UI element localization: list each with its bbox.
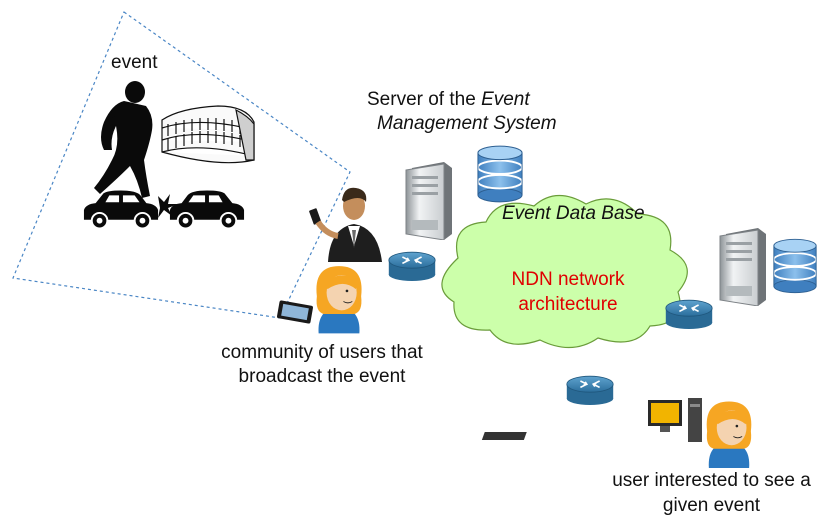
user-label-line2: given event xyxy=(662,495,761,516)
server-label-italic: Event xyxy=(481,89,530,110)
server-label-line1: Server of the Event xyxy=(367,88,530,112)
car-icon xyxy=(168,190,246,230)
ndn-label-line2: architecture xyxy=(518,294,618,315)
silhouette-icon xyxy=(94,81,153,198)
crash-icon xyxy=(158,194,178,218)
event-label: event xyxy=(111,52,158,73)
server-icon xyxy=(405,161,453,240)
computer-icon xyxy=(481,398,702,442)
community-label-line2: broadcast the event xyxy=(238,366,406,387)
router-icon xyxy=(388,251,436,282)
server-label-line2: Management System xyxy=(377,113,557,134)
colosseum-icon xyxy=(161,105,255,164)
ndn-label-line1: NDN network xyxy=(511,269,625,290)
event-area-outline xyxy=(12,11,351,319)
router-icon xyxy=(566,375,614,406)
event-db-label: Event Data Base xyxy=(502,203,645,224)
ndn-cloud xyxy=(441,194,688,349)
person-icon xyxy=(706,401,752,468)
server-label-prefix: Server of the xyxy=(367,89,482,110)
router-icon xyxy=(665,299,713,330)
database-icon xyxy=(772,238,818,294)
person-with-phone-icon xyxy=(309,187,382,262)
user-label-line1: user interested to see a xyxy=(612,470,811,491)
person-icon xyxy=(315,265,363,334)
community-label-line1: community of users that xyxy=(221,342,423,363)
server-icon xyxy=(719,227,767,306)
tablet-icon xyxy=(277,300,313,324)
database-icon xyxy=(476,145,524,203)
phone-icon xyxy=(309,208,322,225)
